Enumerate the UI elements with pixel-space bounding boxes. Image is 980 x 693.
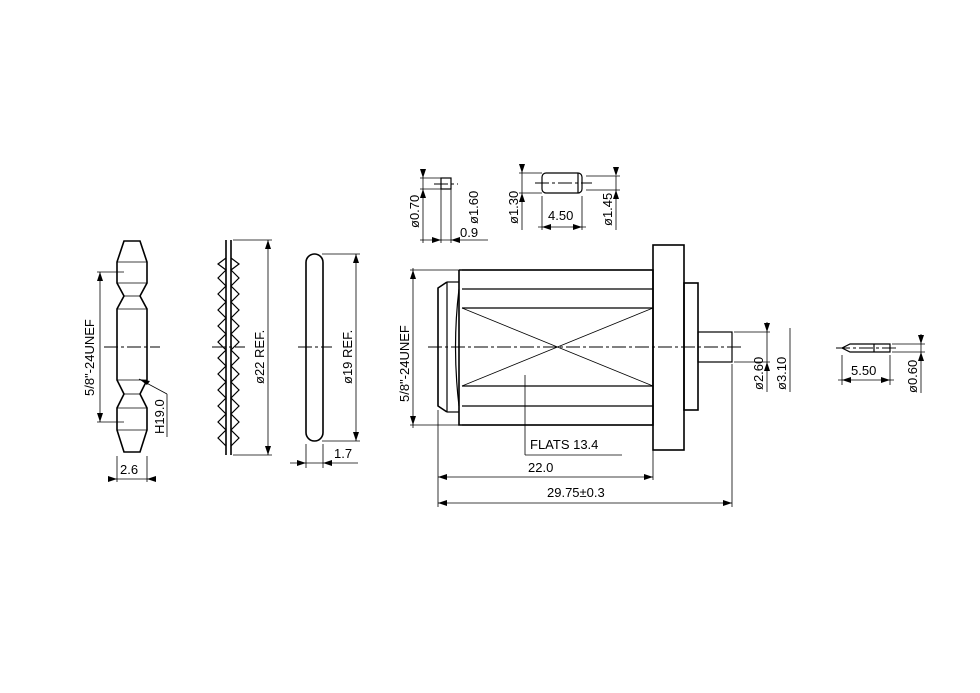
pin-a-dia2-label: ø1.60 (466, 191, 481, 224)
tab-dia2-label: ø3.10 (774, 357, 789, 390)
dimension-arrows (97, 164, 924, 506)
body-thread-label: 5/8"-24UNEF (397, 325, 412, 402)
pin-b-dia1-label: ø1.30 (506, 191, 521, 224)
pin-a-dia1-label: ø0.70 (407, 195, 422, 228)
pin-a-len-label: 0.9 (460, 225, 478, 240)
body-flats-label: FLATS 13.4 (530, 437, 598, 452)
total-length-label: 29.75±0.3 (547, 485, 605, 500)
pin-b-len-label: 4.50 (548, 208, 573, 223)
nut-thickness-label: 2.6 (120, 462, 138, 477)
hex-nut (97, 240, 168, 482)
nut-hex-label: H19.0 (152, 399, 167, 434)
body-length-label: 22.0 (528, 460, 553, 475)
tab-dia1-label: ø2.60 (751, 357, 766, 390)
oring-thickness-label: 1.7 (334, 446, 352, 461)
lock-washer (212, 239, 272, 456)
contact-length-label: 5.50 (851, 363, 876, 378)
connector-body (410, 244, 791, 507)
oring-dia-label: ø19 REF. (340, 330, 355, 384)
contact-pin (836, 334, 925, 393)
nut-thread-label: 5/8"-24UNEF (82, 319, 97, 396)
washer-dia-label: ø22 REF. (252, 330, 267, 384)
pin-b-dia2-label: ø1.45 (600, 193, 615, 226)
contact-dia-label: ø0.60 (905, 360, 920, 393)
